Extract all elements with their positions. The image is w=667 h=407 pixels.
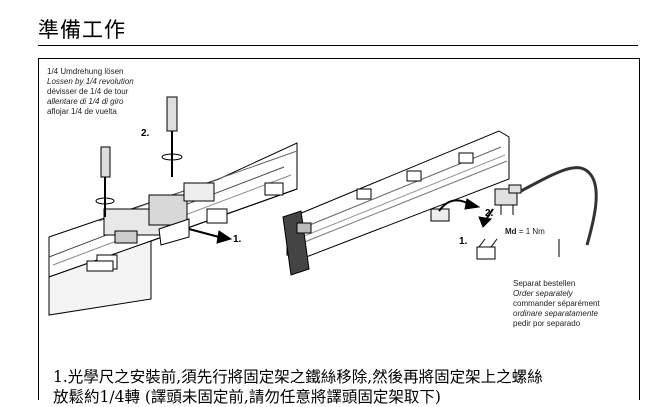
instruction-en: Lossen by 1/4 revolution xyxy=(47,77,134,86)
caption-line-1: 1.光學尺之安裝前,須先行將固定架之鐵絲移除,然後再將固定架上之螺絲 xyxy=(53,368,543,386)
instruction-it: allentare di 1/4 di giro xyxy=(47,97,124,106)
instruction-de: 1/4 Umdrehung lösen xyxy=(47,67,124,76)
torque-spec: Md = 1 Nm xyxy=(505,227,545,237)
torque-label: Md xyxy=(505,227,517,236)
left-screwdriver-b xyxy=(161,96,183,177)
right-cable xyxy=(520,166,598,246)
order-note-es: pedir por separado xyxy=(513,319,581,328)
left-step2-label: 2. xyxy=(141,128,150,139)
caption-text: 1.光學尺之安裝前,須先行將固定架之鐵絲移除,然後再將固定架上之螺絲 放鬆約1/… xyxy=(53,367,643,407)
left-mount-bracket xyxy=(86,260,114,272)
right-scale-assembly xyxy=(282,130,510,276)
right-step1-arrow xyxy=(438,198,481,212)
order-note-de: Separat bestellen xyxy=(513,279,576,288)
page-heading: 準備工作 xyxy=(38,18,126,42)
order-note-it: ordinare separatamente xyxy=(513,309,598,318)
right-connector-plug xyxy=(494,184,522,215)
heading-underline xyxy=(38,45,638,46)
torque-value: = 1 Nm xyxy=(518,227,545,236)
left-screwdriver-a xyxy=(95,146,115,217)
removed-bracket xyxy=(476,246,496,260)
order-note-fr: commander séparément xyxy=(513,299,600,308)
order-note-en: Order separately xyxy=(513,289,573,298)
left-scale-assembly xyxy=(48,142,298,316)
figure-frame: 1/4 Umdrehung lösen Lossen by 1/4 revolu… xyxy=(38,58,640,406)
caption-line-2: 放鬆約1/4轉 (譯頭未固定前,請勿任意將譯頭固定架取下) xyxy=(53,388,441,406)
right-step2-arrow xyxy=(478,208,494,228)
installation-illustration xyxy=(48,96,598,316)
left-step1-arrow xyxy=(188,228,233,244)
instruction-fr: dévisser de 1/4 de tour xyxy=(47,87,129,96)
right-step1-label: 1. xyxy=(459,236,468,247)
instruction-es: aflojar 1/4 de vuelta xyxy=(47,107,117,116)
left-step1-label: 1. xyxy=(233,234,242,245)
right-step2-label: 2. xyxy=(485,208,494,219)
